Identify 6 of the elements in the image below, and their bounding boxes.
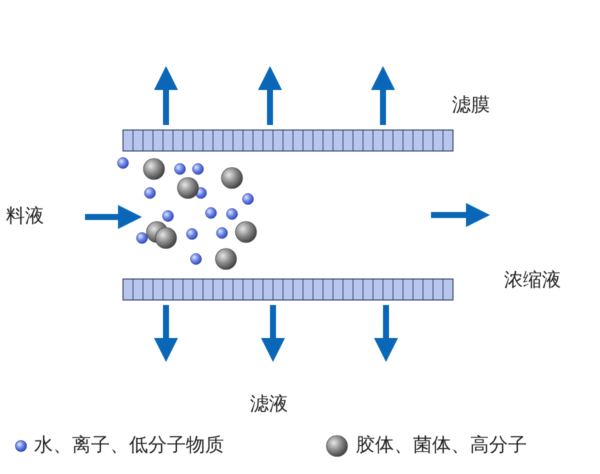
part-label: 滤液	[250, 393, 288, 416]
part-label: 浓缩液	[504, 269, 561, 292]
legend-text: 胶体、菌体、高分子	[356, 434, 527, 457]
legend-text: 水、离子、低分子物质	[34, 434, 224, 457]
part-label: 料液	[6, 205, 44, 228]
part-label: 滤膜	[452, 94, 490, 117]
